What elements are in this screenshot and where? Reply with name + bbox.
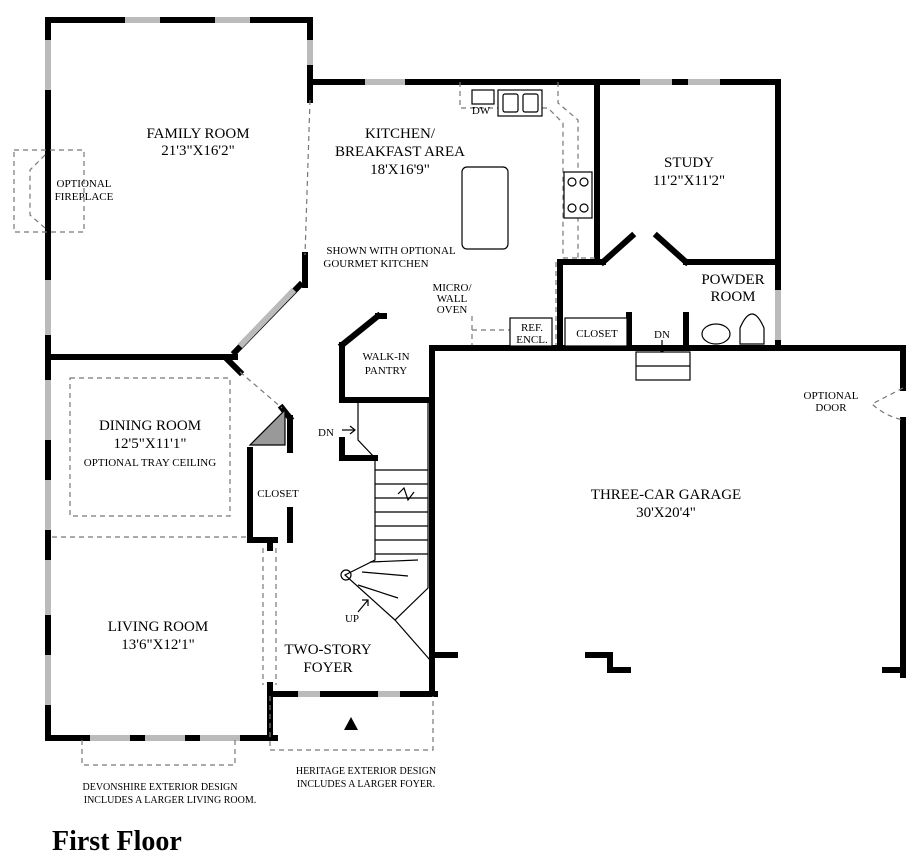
powder-room-1: POWDER bbox=[701, 272, 764, 288]
plan-stroke bbox=[269, 696, 434, 751]
plan-stroke bbox=[657, 347, 667, 353]
study-name: STUDY bbox=[664, 155, 714, 171]
tray-ceiling-note: OPTIONAL TRAY CEILING bbox=[84, 457, 216, 469]
plan-stroke bbox=[340, 569, 352, 581]
plan-stroke bbox=[567, 177, 577, 187]
staircase bbox=[340, 340, 667, 661]
fireplace-label-2: FIREPLACE bbox=[55, 191, 114, 203]
plan-stroke bbox=[69, 377, 231, 517]
family-room-size: 21'3"X16'2" bbox=[161, 143, 234, 159]
foyer-name-1: TWO-STORY bbox=[284, 642, 371, 658]
walls bbox=[45, 17, 906, 741]
room-labels: FAMILY ROOM 21'3"X16'2" OPTIONAL FIREPLA… bbox=[55, 105, 859, 806]
powder-sink bbox=[701, 323, 731, 345]
plan-stroke bbox=[579, 177, 589, 187]
toilet bbox=[739, 313, 765, 345]
family-room-name: FAMILY ROOM bbox=[146, 126, 249, 142]
plan-stroke bbox=[557, 82, 579, 258]
plan-stroke bbox=[81, 740, 236, 766]
ref-enclosure bbox=[509, 317, 553, 347]
plan-stroke bbox=[357, 584, 399, 599]
plan-stroke bbox=[223, 355, 245, 377]
kitchen-island bbox=[461, 166, 509, 250]
gourmet-note-1: SHOWN WITH OPTIONAL bbox=[326, 245, 456, 257]
study-size: 11'2"X11'2" bbox=[653, 173, 725, 189]
micro-label-3: OVEN bbox=[437, 304, 468, 316]
plan-stroke bbox=[361, 571, 409, 577]
hall-closet-label: CLOSET bbox=[576, 328, 618, 340]
gourmet-note-2: GOURMET KITCHEN bbox=[323, 258, 428, 270]
stair-dn-label: DN bbox=[318, 427, 334, 439]
plan-stroke bbox=[471, 89, 495, 105]
plan-stroke bbox=[369, 559, 419, 563]
plan-stroke bbox=[598, 231, 637, 267]
closet-corner-fill bbox=[248, 408, 286, 446]
plan-stroke bbox=[13, 149, 85, 233]
ref-label-2: ENCL. bbox=[516, 334, 548, 346]
plan-stroke bbox=[870, 387, 904, 421]
garage-dn-label: DN bbox=[654, 329, 670, 341]
plan-stroke bbox=[567, 203, 577, 213]
pantry-name-2: PANTRY bbox=[365, 365, 407, 377]
micro-label-1: MICRO/ bbox=[432, 282, 472, 294]
plan-stroke bbox=[652, 231, 691, 267]
cooktop bbox=[563, 171, 593, 219]
living-room-name: LIVING ROOM bbox=[108, 619, 208, 635]
plan-stroke bbox=[397, 486, 415, 502]
dining-room-name: DINING ROOM bbox=[99, 418, 201, 434]
plan-stroke bbox=[337, 311, 383, 350]
optional-door-2: DOOR bbox=[815, 402, 847, 414]
plan-stroke bbox=[502, 93, 519, 113]
plan-stroke bbox=[579, 203, 589, 213]
plan-stroke bbox=[239, 371, 283, 409]
living-room-size: 13'6"X12'1" bbox=[121, 637, 194, 653]
dishwasher-label: DW bbox=[472, 105, 491, 117]
fireplace-label-1: OPTIONAL bbox=[57, 178, 112, 190]
plan-title: First Floor bbox=[52, 826, 182, 857]
plan-stroke bbox=[304, 99, 311, 256]
plan-stroke bbox=[522, 93, 539, 113]
optional-door-1: OPTIONAL bbox=[804, 390, 859, 402]
garage-size: 30'X20'4" bbox=[636, 505, 696, 521]
pantry-name-1: WALK-IN bbox=[362, 351, 409, 363]
fixtures bbox=[248, 89, 765, 730]
plan-stroke bbox=[29, 154, 46, 229]
heritage-note-2: INCLUDES A LARGER FOYER. bbox=[297, 779, 435, 790]
heritage-note-1: HERITAGE EXTERIOR DESIGN bbox=[296, 766, 436, 777]
plan-stroke bbox=[349, 425, 356, 435]
stair-up-label: UP bbox=[345, 613, 359, 625]
dining-room-size: 12'5"X11'1" bbox=[114, 436, 187, 452]
hall-closet-box bbox=[564, 317, 628, 347]
plan-stroke bbox=[343, 400, 429, 621]
plan-stroke bbox=[362, 599, 369, 606]
foyer-name-2: FOYER bbox=[303, 660, 352, 676]
devonshire-note-2: INCLUDES A LARGER LIVING ROOM. bbox=[84, 795, 257, 806]
garage-name: THREE-CAR GARAGE bbox=[591, 487, 741, 503]
powder-room-2: ROOM bbox=[710, 289, 755, 305]
plan-stroke bbox=[459, 82, 564, 258]
kitchen-size: 18'X16'9" bbox=[370, 162, 430, 178]
plan-stroke bbox=[394, 619, 431, 661]
closet-label: CLOSET bbox=[257, 488, 299, 500]
kitchen-name-2: BREAKFAST AREA bbox=[335, 144, 465, 160]
dashed-outlines bbox=[13, 82, 904, 766]
plan-stroke bbox=[357, 599, 369, 613]
ref-label-1: REF. bbox=[521, 322, 543, 334]
plan-stroke bbox=[237, 287, 297, 349]
micro-label-2: WALL bbox=[437, 293, 468, 305]
windows bbox=[45, 17, 781, 741]
devonshire-note-1: DEVONSHIRE EXTERIOR DESIGN bbox=[83, 782, 238, 793]
kitchen-name-1: KITCHEN/ bbox=[365, 126, 436, 142]
entry-arrow bbox=[344, 717, 358, 730]
